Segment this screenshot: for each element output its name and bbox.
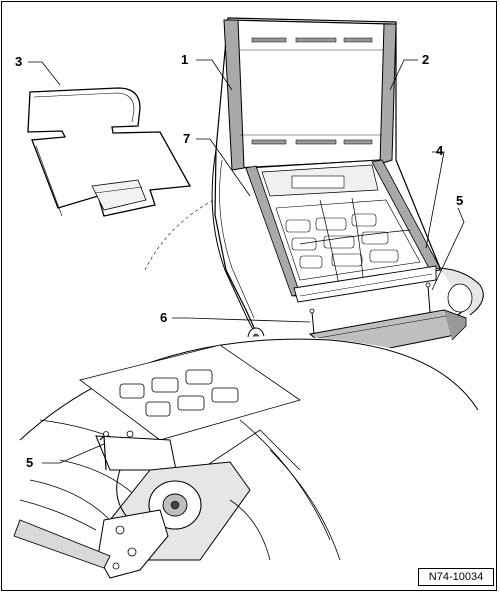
detail-view	[12, 336, 480, 579]
callout-7: 7	[183, 131, 190, 146]
seat-tray-well	[245, 159, 441, 303]
figure-reference-code: N74-10034	[418, 568, 494, 586]
callout-2: 2	[422, 52, 429, 67]
seat-lid-cover	[223, 19, 397, 171]
callout-1: 1	[181, 52, 188, 67]
callout-4: 4	[436, 143, 444, 158]
callout-5-detail: 5	[26, 455, 33, 470]
leader-lines	[28, 59, 465, 464]
callout-5-top: 5	[456, 193, 463, 208]
seat-mat-part	[27, 87, 192, 217]
callout-6: 6	[160, 310, 167, 325]
callout-3: 3	[15, 54, 22, 69]
